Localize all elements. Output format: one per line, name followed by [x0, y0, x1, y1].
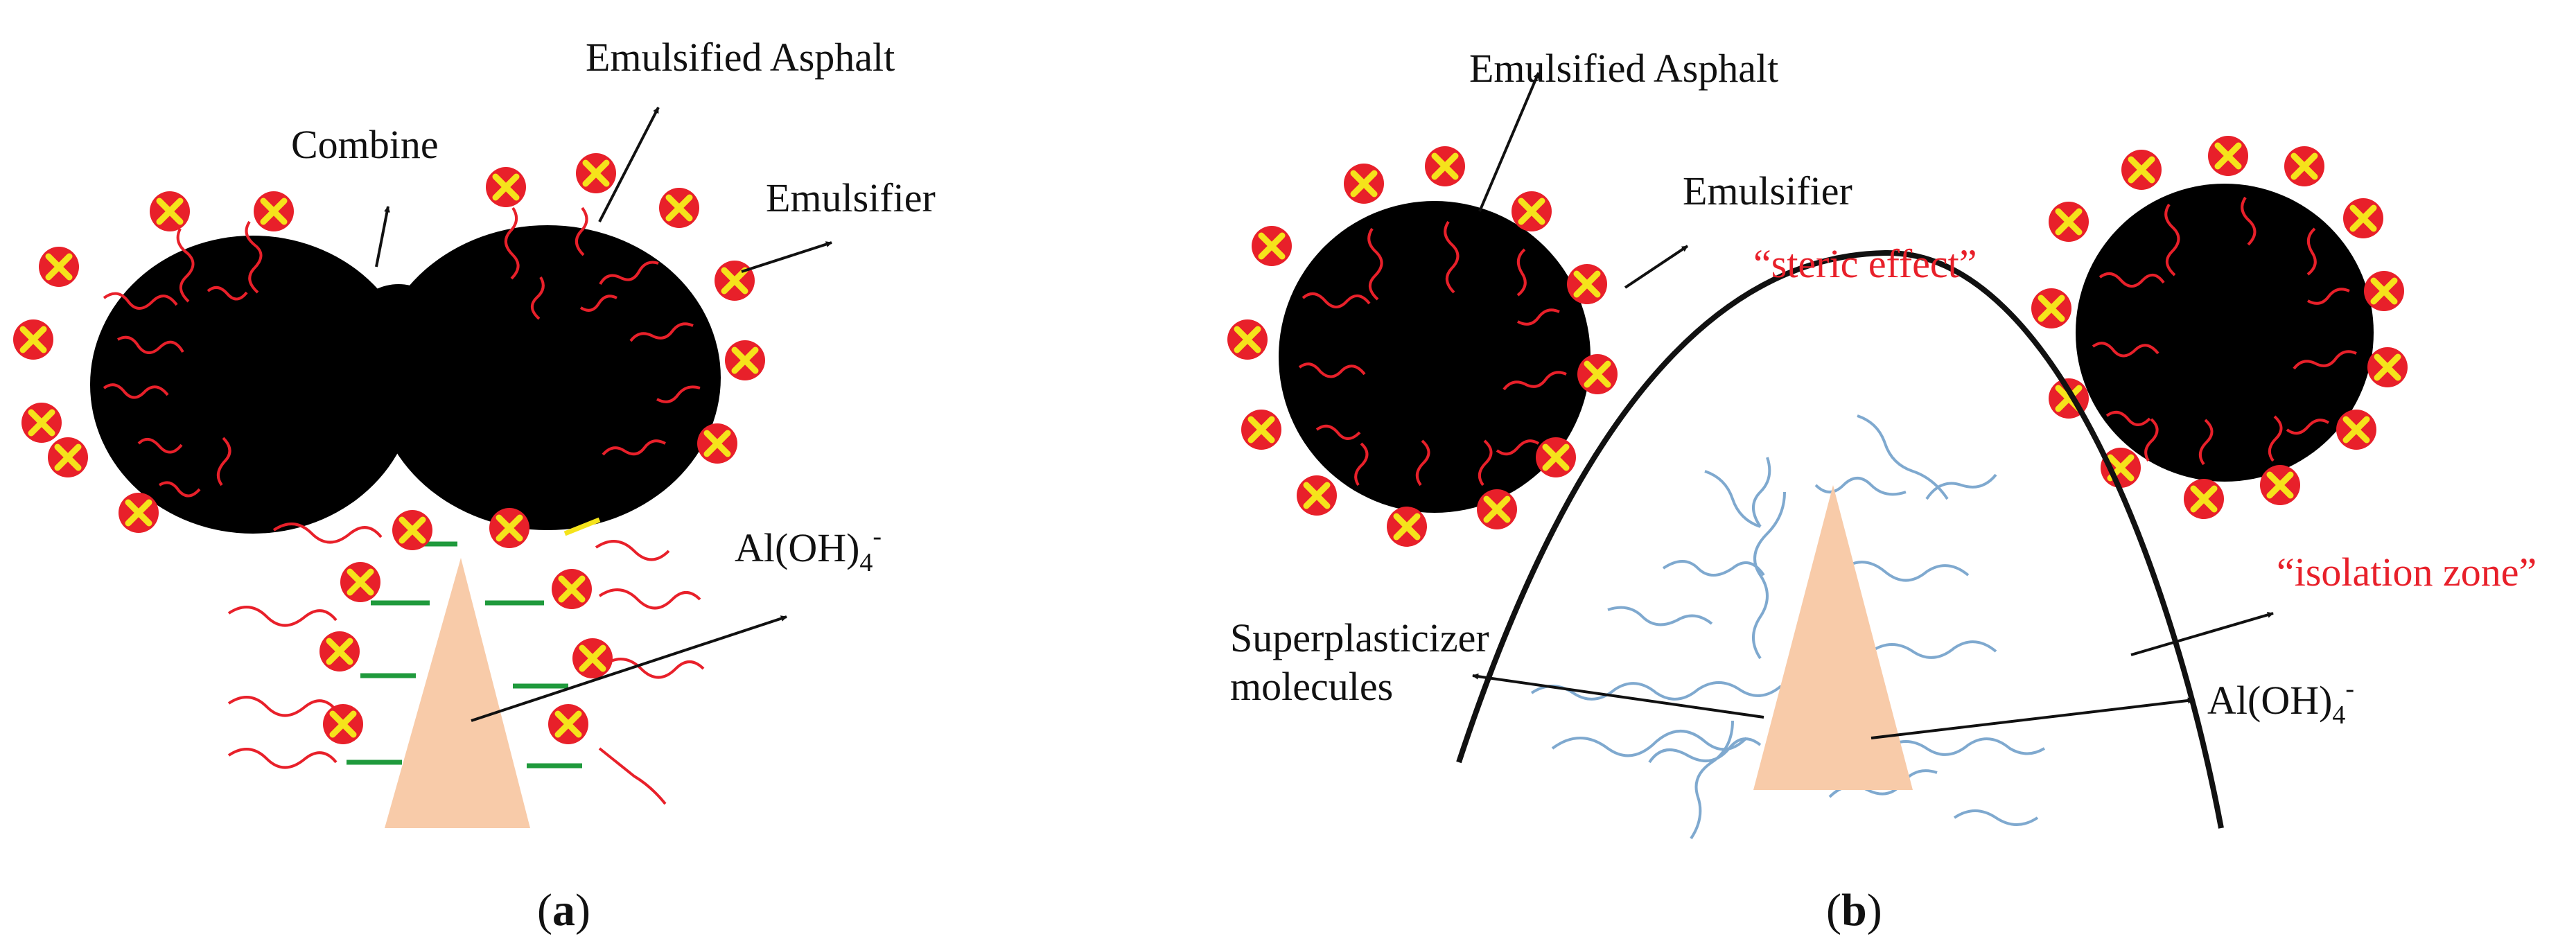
tails-particle-a: [227, 523, 705, 805]
caption-a-close: ): [575, 885, 590, 936]
positive-charge-icon: [725, 340, 765, 380]
caption-b-letter: b: [1841, 885, 1867, 936]
steric-barrier-curve: [1456, 249, 2224, 829]
positive-charge-icon: [1241, 410, 1281, 450]
positive-charge-icon: [1567, 264, 1607, 304]
aluminate-sub-a: 4: [859, 548, 873, 577]
arrow-icon: [1624, 245, 1689, 289]
label-isolation-zone: “isolation zone”: [2277, 550, 2536, 595]
caption-b-open: (: [1826, 885, 1841, 936]
positive-charge-icon: [2260, 465, 2300, 505]
positive-charge-icon: [715, 261, 755, 301]
positive-charge-icon: [2184, 479, 2224, 519]
positive-charge-icon: [1577, 354, 1618, 394]
positive-charge-icon: [2208, 136, 2248, 176]
asphalt-droplet-b-right: [2031, 136, 2408, 519]
positive-charge-icon: [1512, 191, 1552, 231]
aluminate-sub-b: 4: [2332, 701, 2345, 730]
superplasticizer-molecules: [1530, 414, 2046, 840]
panel-b: Emulsified Asphalt Emulsifier “steric ef…: [1227, 46, 2536, 936]
positive-charge-icon: [340, 562, 380, 602]
positive-charge-icon: [319, 631, 360, 672]
arrows-b: [1472, 72, 2274, 739]
positive-charge-icon: [2364, 271, 2404, 311]
arrow-icon: [2130, 611, 2274, 656]
positive-charge-icon: [1536, 437, 1576, 477]
positive-charge-icon: [2284, 146, 2324, 186]
positive-charge-icon: [552, 569, 592, 609]
positive-charge-icon: [1387, 507, 1427, 547]
positive-charge-icon: [659, 188, 699, 228]
label-emulsifier-b: Emulsifier: [1683, 168, 1852, 213]
label-emulsifier-a: Emulsifier: [766, 175, 936, 220]
aluminate-particle-b: [1753, 485, 1913, 790]
caption-b: (b): [1826, 885, 1882, 936]
positive-charge-icon: [576, 153, 616, 193]
label-superplasticizer-line2: molecules: [1230, 664, 1393, 709]
label-emulsified-asphalt-a: Emulsified Asphalt: [586, 35, 895, 80]
arrow-icon: [1478, 72, 1540, 212]
arrows-a: [375, 107, 832, 722]
positive-charge-icon: [21, 403, 62, 443]
positive-charge-icon: [2121, 150, 2162, 190]
label-steric-effect: “steric effect”: [1753, 241, 1977, 286]
aluminate-sup-a: -: [873, 522, 882, 551]
positive-charge-icon: [1227, 319, 1268, 360]
arrow-icon: [471, 615, 787, 722]
positive-charge-icon: [1297, 475, 1337, 516]
positive-charge-icon: [1425, 146, 1465, 186]
caption-a-letter: a: [552, 885, 575, 936]
aluminate-sup-b: -: [2345, 674, 2354, 703]
positive-charge-icon: [2336, 410, 2376, 450]
positive-charge-icon: [1344, 164, 1384, 204]
combined-asphalt-droplets: [90, 225, 721, 534]
caption-a-open: (: [537, 885, 552, 936]
positive-charge-icon: [486, 167, 526, 207]
arrow-icon: [1472, 673, 1764, 719]
label-emulsified-asphalt-b: Emulsified Asphalt: [1469, 46, 1778, 91]
positive-charge-icon: [2031, 288, 2071, 328]
arrow-icon: [741, 241, 832, 273]
caption-b-close: ): [1867, 885, 1882, 936]
positive-charge-icon: [2367, 347, 2408, 387]
positive-charge-icon: [392, 510, 432, 550]
arrow-icon: [1870, 697, 2194, 739]
positive-charge-icon: [489, 508, 529, 548]
positive-charge-icon: [548, 704, 588, 744]
positive-charge-icon: [254, 191, 294, 231]
label-aluminate-b: Al(OH)4-: [2207, 674, 2354, 730]
positive-charge-icon: [2049, 202, 2089, 242]
emulsifier-tails-a: [103, 207, 701, 498]
aluminate-base-a: Al(OH): [735, 525, 859, 570]
aluminate-base-b: Al(OH): [2207, 678, 2332, 723]
positive-charge-icon: [39, 247, 79, 287]
caption-a: (a): [537, 885, 590, 936]
label-combine: Combine: [291, 122, 439, 167]
positive-charge-icon: [2343, 198, 2383, 238]
positive-charge-icon: [1477, 489, 1517, 529]
bridging-links-a: [347, 517, 601, 769]
positive-charge-icon: [13, 319, 53, 360]
positive-charge-icon: [2101, 448, 2141, 488]
positive-charge-icon: [572, 638, 613, 678]
positive-charge-icon: [119, 493, 159, 533]
arrow-icon: [375, 206, 390, 267]
arrow-icon: [598, 107, 660, 222]
positive-charge-icon: [323, 704, 363, 744]
aluminate-particle-a: [385, 558, 530, 828]
positive-charge-icon: [1252, 226, 1292, 266]
label-superplasticizer-line1: Superplasticizer: [1230, 615, 1489, 660]
positive-charge-icon: [150, 191, 190, 231]
asphalt-droplet-b-left: [1227, 146, 1618, 547]
positive-charge-icon: [697, 423, 737, 464]
panel-a: Emulsified Asphalt Combine Emulsifier Al…: [13, 35, 936, 936]
positive-charge-icon: [48, 437, 88, 477]
label-aluminate-a: Al(OH)4-: [735, 522, 882, 577]
